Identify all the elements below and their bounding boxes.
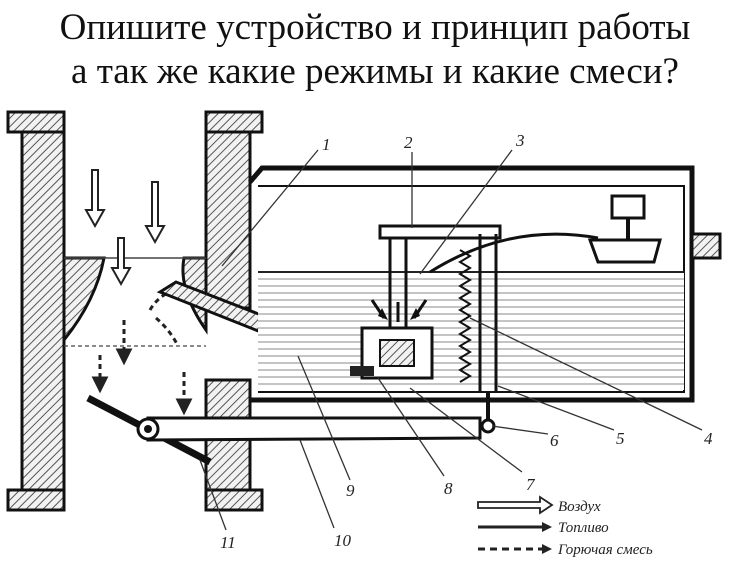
pump-assembly [350, 224, 502, 434]
part-label-10: 10 [334, 531, 352, 550]
chamber-top-flange-left [6, 110, 66, 134]
diffuser-left [62, 256, 106, 345]
chamber-left-wall [20, 116, 66, 512]
air-arrow [110, 237, 132, 287]
question-line-1: Опишите устройство и принцип работы [59, 7, 691, 48]
chamber-bottom-flange-left [6, 488, 66, 512]
part-label-6: 6 [550, 431, 559, 450]
legend-air-symbol [477, 495, 554, 515]
part-label-11: 11 [220, 533, 236, 552]
mixing-chamber [6, 110, 264, 512]
mixture-flow-arrows [91, 288, 193, 416]
chamber-bottom-flange-right [204, 488, 264, 512]
part-label-4: 4 [704, 429, 713, 448]
part-label-1: 1 [322, 135, 331, 154]
vent-screw [610, 194, 646, 220]
part-labels: 1 2 3 4 5 6 7 8 9 10 11 [220, 131, 713, 552]
fuel-inlet-fitting [690, 232, 722, 260]
air-flow-arrows [84, 169, 166, 287]
linkage-rod [146, 416, 482, 442]
float [429, 232, 599, 274]
pump-spring [458, 249, 472, 383]
part-label-8: 8 [444, 479, 453, 498]
float-chamber [248, 165, 722, 403]
chamber-right-wall-top [204, 116, 252, 310]
legend: Воздух Топливо Горючая смесь [477, 495, 653, 558]
legend-fuel-label: Топливо [558, 520, 609, 536]
part-label-3: 3 [515, 131, 525, 150]
part-label-9: 9 [346, 481, 355, 500]
question-line-2: а так же какие режимы и какие смеси? [71, 51, 679, 92]
air-arrow [84, 169, 106, 229]
chamber-right-wall-bottom [204, 378, 252, 512]
question-text: Опишите устройство и принцип работы а та… [0, 6, 750, 94]
legend-mixture-label: Горючая смесь [557, 542, 653, 558]
chamber-top-flange-right [204, 110, 264, 134]
part-label-5: 5 [616, 429, 625, 448]
inlet-needle-seat [587, 238, 662, 264]
part-label-2: 2 [404, 133, 413, 152]
air-arrow [144, 181, 166, 245]
legend-air-label: Воздух [558, 499, 601, 515]
leader-lines [199, 149, 703, 531]
part-label-7: 7 [526, 475, 536, 494]
throttle-linkage [86, 394, 482, 466]
